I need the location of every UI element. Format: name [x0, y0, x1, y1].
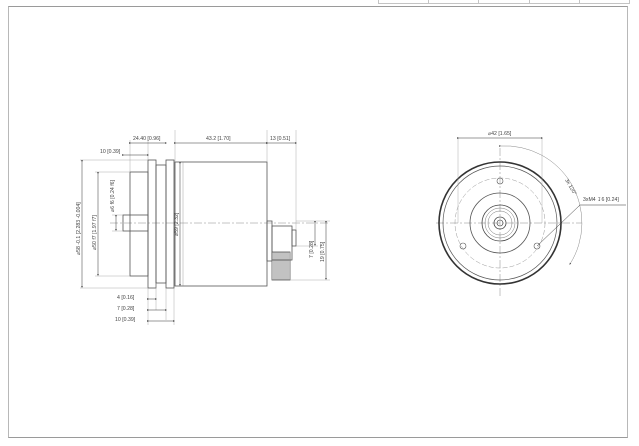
dim-threaded-holes: 3xM4 ↧6 [0.24]: [583, 197, 619, 203]
side-view-dimensions: 24.40 [0.96] 43.2 [1.70] 13 [0.51] 10 [0…: [76, 136, 326, 323]
front-view-dimensions: ⌀42 [1.65] 3x 120° 3xM4 ↧6 [0.24]: [488, 131, 619, 203]
dim-pilot-depth: 7 [0.28]: [117, 306, 135, 312]
dim-connector-length: 13 [0.51]: [270, 136, 291, 142]
dim-body-length: 43.2 [1.70]: [206, 136, 231, 142]
dim-connector-offset: 7 [0.28]: [309, 240, 315, 258]
dim-flange-diameter: ⌀58 -0.1 [2.283 -0.004]: [76, 202, 82, 255]
front-view: [436, 137, 626, 296]
dim-flange-total: 10 [0.39]: [115, 317, 136, 323]
dim-shaft-diameter: ⌀6 f6 [0.24 f6]: [110, 179, 116, 212]
dim-bolt-circle: ⌀42 [1.65]: [488, 131, 512, 137]
dim-flange-to-body: 24.40 [0.96]: [133, 136, 161, 142]
drawing-sheet-border: [8, 6, 628, 438]
dim-connector-height: 19 [0.75]: [320, 241, 326, 262]
dim-body-diameter: ⌀59 [2.32]: [174, 212, 180, 236]
title-block-strip: [378, 0, 630, 4]
dim-shaft-length: 10 [0.39]: [100, 149, 121, 155]
dim-pilot-diameter: ⌀50 f7 [1.97 f7]: [92, 215, 98, 250]
dim-hole-angle: 3x 120°: [563, 178, 577, 196]
side-view: [80, 130, 330, 325]
dim-flange-thickness: 4 [0.16]: [117, 295, 135, 301]
